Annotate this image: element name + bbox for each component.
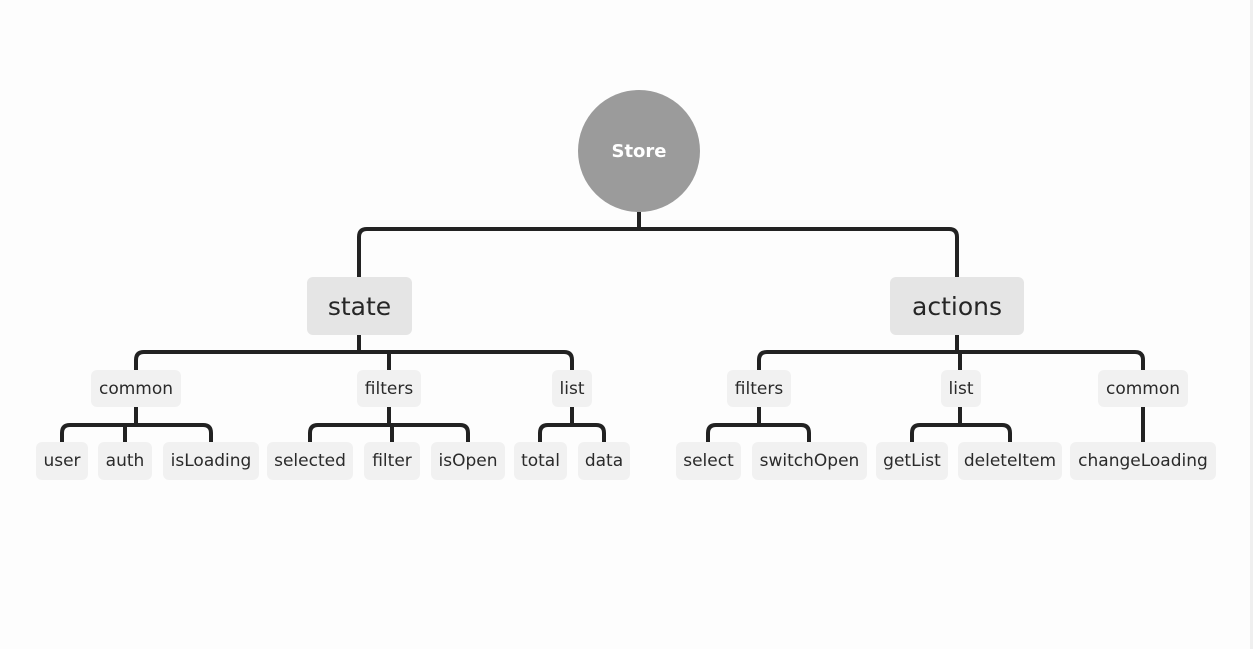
leaf-label: isOpen — [438, 451, 498, 471]
leaf-data[interactable]: data — [578, 442, 630, 480]
connector-actions-bar — [757, 350, 1145, 370]
root-node-store[interactable]: Store — [578, 90, 700, 212]
leaf-user[interactable]: user — [36, 442, 88, 480]
node-state-filters[interactable]: filters — [357, 370, 421, 407]
node-actions-common[interactable]: common — [1098, 370, 1188, 407]
leaf-selected[interactable]: selected — [267, 442, 353, 480]
connector-common-bar — [60, 423, 213, 442]
node-label: common — [1105, 378, 1181, 399]
leaf-changeloading[interactable]: changeLoading — [1070, 442, 1216, 480]
connector-list-bar — [538, 423, 606, 442]
leaf-label: selected — [274, 451, 346, 471]
node-label: list — [559, 378, 585, 399]
connector-state-bar — [134, 350, 574, 370]
node-label: filters — [364, 378, 414, 399]
leaf-label: switchOpen — [759, 451, 860, 471]
branch-node-actions[interactable]: actions — [890, 277, 1024, 335]
connector-root-to-branches — [357, 227, 959, 277]
node-label: list — [948, 378, 974, 399]
leaf-label: auth — [105, 451, 145, 471]
node-state-list[interactable]: list — [552, 370, 592, 407]
node-label: filters — [734, 378, 784, 399]
leaf-auth[interactable]: auth — [98, 442, 152, 480]
node-actions-list[interactable]: list — [941, 370, 981, 407]
root-label: Store — [611, 140, 667, 162]
leaf-label: deleteItem — [963, 451, 1057, 471]
leaf-isopen[interactable]: isOpen — [431, 442, 505, 480]
leaf-label: getList — [883, 451, 941, 471]
leaf-label: filter — [372, 451, 412, 471]
leaf-label: total — [521, 451, 560, 471]
leaf-switchopen[interactable]: switchOpen — [752, 442, 867, 480]
leaf-label: changeLoading — [1078, 451, 1208, 471]
node-actions-filters[interactable]: filters — [727, 370, 791, 407]
branch-node-state[interactable]: state — [307, 277, 412, 335]
node-label: common — [98, 378, 174, 399]
leaf-isloading[interactable]: isLoading — [163, 442, 259, 480]
connector-afilters-bar — [706, 423, 811, 442]
leaf-filter[interactable]: filter — [364, 442, 420, 480]
connector-filters-bar — [308, 423, 470, 442]
leaf-getlist[interactable]: getList — [876, 442, 948, 480]
leaf-select[interactable]: select — [676, 442, 741, 480]
leaf-label: isLoading — [170, 451, 252, 471]
leaf-label: select — [683, 451, 734, 471]
canvas-edge — [1250, 0, 1253, 649]
branch-label: state — [327, 291, 392, 321]
leaf-deleteitem[interactable]: deleteItem — [958, 442, 1062, 480]
node-state-common[interactable]: common — [91, 370, 181, 407]
branch-label: actions — [912, 291, 1002, 321]
leaf-total[interactable]: total — [514, 442, 567, 480]
leaf-label: user — [43, 451, 81, 471]
connector-alist-bar — [910, 423, 1012, 442]
leaf-label: data — [584, 451, 624, 471]
